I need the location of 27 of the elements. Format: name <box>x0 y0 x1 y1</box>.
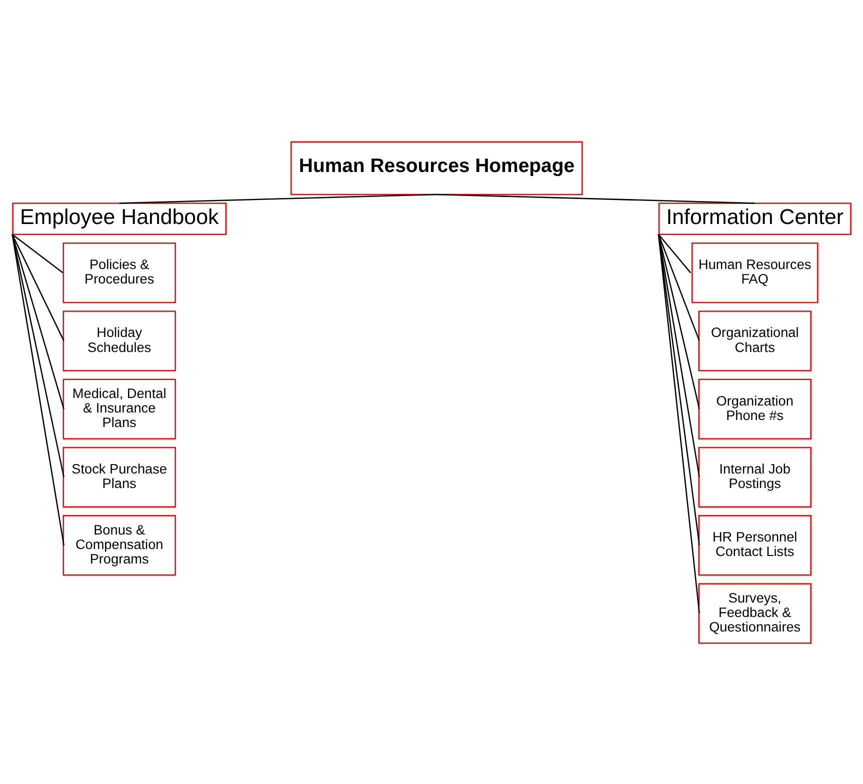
connector <box>12 234 64 341</box>
connector <box>658 234 700 545</box>
connector <box>12 234 64 477</box>
node-box: Human Resources Homepage <box>290 140 583 195</box>
connector <box>658 234 700 341</box>
node-box: Organization Phone #s <box>698 378 812 439</box>
node-box: Human Resources FAQ <box>691 242 818 303</box>
node-box: Surveys, Feedback & Questionnaires <box>698 582 812 644</box>
node-box: Medical, Dental & Insurance Plans <box>62 378 176 439</box>
node-box: Policies & Procedures <box>62 242 176 303</box>
node-box: Holiday Schedules <box>62 310 176 371</box>
connector <box>658 233 692 273</box>
connector <box>658 234 700 409</box>
node-box: Employee Handbook <box>12 202 227 234</box>
node-box: Information Center <box>658 202 852 234</box>
node-box: Organizational Charts <box>698 310 812 371</box>
node-box: Internal Job Postings <box>698 446 812 507</box>
node-box: Stock Purchase Plans <box>62 446 176 507</box>
connector <box>658 234 700 613</box>
connector <box>658 234 700 477</box>
connector <box>12 233 64 273</box>
connector <box>12 234 64 409</box>
connector <box>436 193 755 204</box>
connector <box>12 234 64 545</box>
node-box: Bonus & Compensation Programs <box>62 514 176 576</box>
node-box: HR Personnel Contact Lists <box>698 514 812 576</box>
connector <box>119 193 437 204</box>
